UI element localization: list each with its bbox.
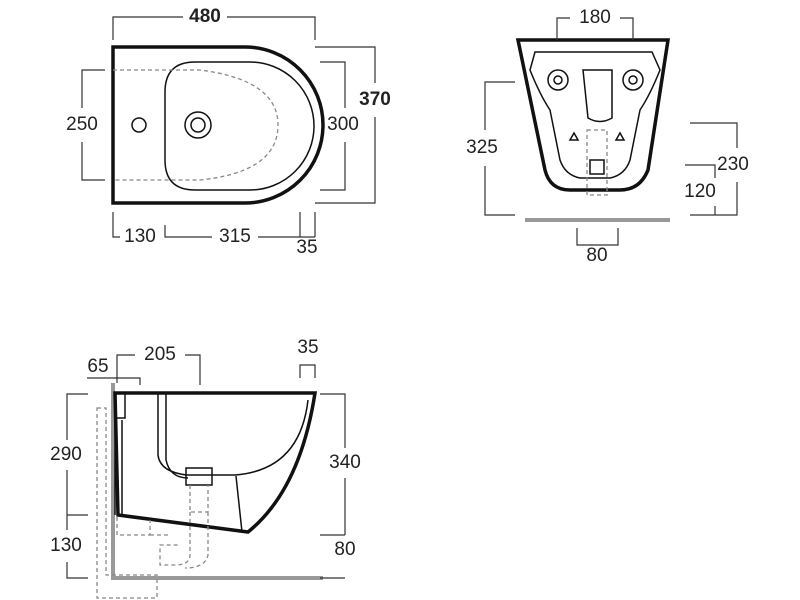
dim-205: 205 (144, 344, 176, 365)
fixing-hole-left (547, 69, 569, 91)
dim-35-side: 35 (297, 337, 318, 358)
drain-inner (190, 117, 206, 133)
fixing-hole-right (622, 69, 644, 91)
dim-230: 230 (717, 154, 749, 175)
tap-hole (131, 117, 147, 133)
side-view: 65 205 35 290 130 340 80 (50, 337, 361, 599)
dim-180: 180 (579, 7, 611, 28)
front-view-outline (515, 38, 671, 192)
dim-300: 300 (327, 114, 359, 135)
side-wall (111, 383, 323, 580)
dim-80-side: 80 (334, 539, 355, 560)
dim-370: 370 (359, 89, 391, 110)
top-view-hidden-edge (113, 69, 279, 181)
front-view-inner (529, 51, 661, 179)
dim-120: 120 (684, 181, 716, 202)
dim-80-front: 80 (586, 245, 607, 266)
side-view-bowl (157, 393, 309, 476)
dim-290: 290 (50, 444, 82, 465)
dim-340: 340 (329, 452, 361, 473)
top-view: 480 250 300 370 130 315 35 (66, 6, 391, 258)
side-view-outline (113, 391, 318, 534)
front-view: 180 325 230 120 80 (466, 7, 749, 266)
top-view-bowl (164, 61, 315, 191)
drain-outer (184, 111, 212, 139)
dim-35: 35 (296, 237, 317, 258)
dim-315: 315 (219, 226, 251, 247)
waste-outlet (589, 159, 605, 175)
dim-250: 250 (66, 114, 98, 135)
dim-480: 480 (189, 6, 221, 27)
dim-130: 130 (124, 226, 156, 247)
dim-65: 65 (87, 356, 108, 377)
dim-325: 325 (466, 137, 498, 158)
dim-130-side: 130 (50, 535, 82, 556)
